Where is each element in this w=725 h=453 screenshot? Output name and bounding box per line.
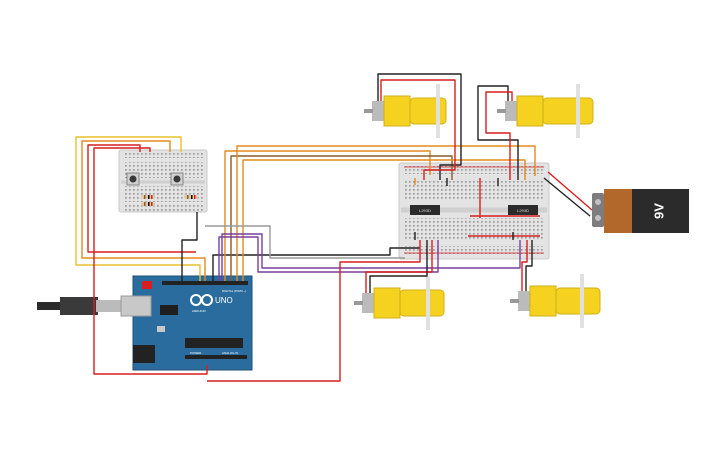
motor-driver-chip-left[interactable]: L293D (410, 205, 440, 215)
arduino-logo-icon (190, 294, 213, 306)
dc-motor-top-right[interactable] (497, 84, 594, 138)
usb-port (120, 295, 152, 317)
wire-orange (224, 150, 431, 281)
power-jack (133, 345, 155, 363)
power-label: POWER (190, 351, 202, 355)
battery-label: 9V (651, 203, 666, 219)
battery-9v[interactable]: 9V (592, 189, 689, 233)
wire-orange (242, 159, 526, 281)
wire-brown (230, 155, 453, 281)
wire-black (525, 240, 533, 291)
resistor-1[interactable] (141, 195, 155, 199)
wire-red (547, 171, 593, 211)
atmega-chip (185, 338, 243, 348)
digital-header (162, 281, 248, 285)
wire-red (207, 240, 421, 382)
motor-driver-chip-right[interactable]: L293D (508, 205, 538, 215)
wire-orange (81, 140, 206, 281)
wire-black (212, 247, 420, 281)
board-model-label: UNO (215, 296, 233, 305)
dc-motor-top-left[interactable] (364, 84, 447, 138)
wire-red (365, 240, 433, 293)
digital-label: DIGITAL (PWM ~) (222, 289, 246, 293)
pushbutton-right[interactable] (170, 172, 184, 186)
wire-red (485, 91, 513, 180)
wire-black (181, 212, 198, 281)
wire-red (380, 79, 456, 180)
wires (75, 73, 593, 382)
wire-black (543, 177, 591, 217)
resistor-2[interactable] (141, 202, 155, 206)
resistor-3[interactable] (184, 195, 198, 199)
wire-black (369, 240, 428, 293)
wire-orange (236, 145, 536, 281)
wire-red (87, 144, 196, 253)
analog-label: ANALOG IN (222, 351, 238, 355)
dc-motor-bottom-left[interactable] (354, 276, 445, 330)
wire-purple (221, 233, 521, 281)
power-analog-header (185, 355, 247, 359)
usb-cable[interactable] (37, 297, 122, 315)
wire-red (521, 240, 528, 291)
brand-label: ARDUINO (192, 309, 207, 313)
pushbutton-left[interactable] (126, 172, 140, 186)
wire-black (377, 73, 462, 180)
chip-label: L293D (419, 208, 431, 213)
arduino-uno-board[interactable]: UNO ARDUINO DIGITAL (PWM ~) POWER ANALOG… (120, 275, 253, 371)
wire-red (93, 147, 208, 375)
dc-motor-bottom-right[interactable] (510, 274, 601, 328)
wire-gray (205, 225, 405, 259)
wire-black (477, 85, 519, 180)
reset-button[interactable] (142, 281, 152, 289)
chip-label: L293D (517, 208, 529, 213)
wire-purple (218, 236, 439, 281)
wire-yellow (75, 136, 201, 281)
